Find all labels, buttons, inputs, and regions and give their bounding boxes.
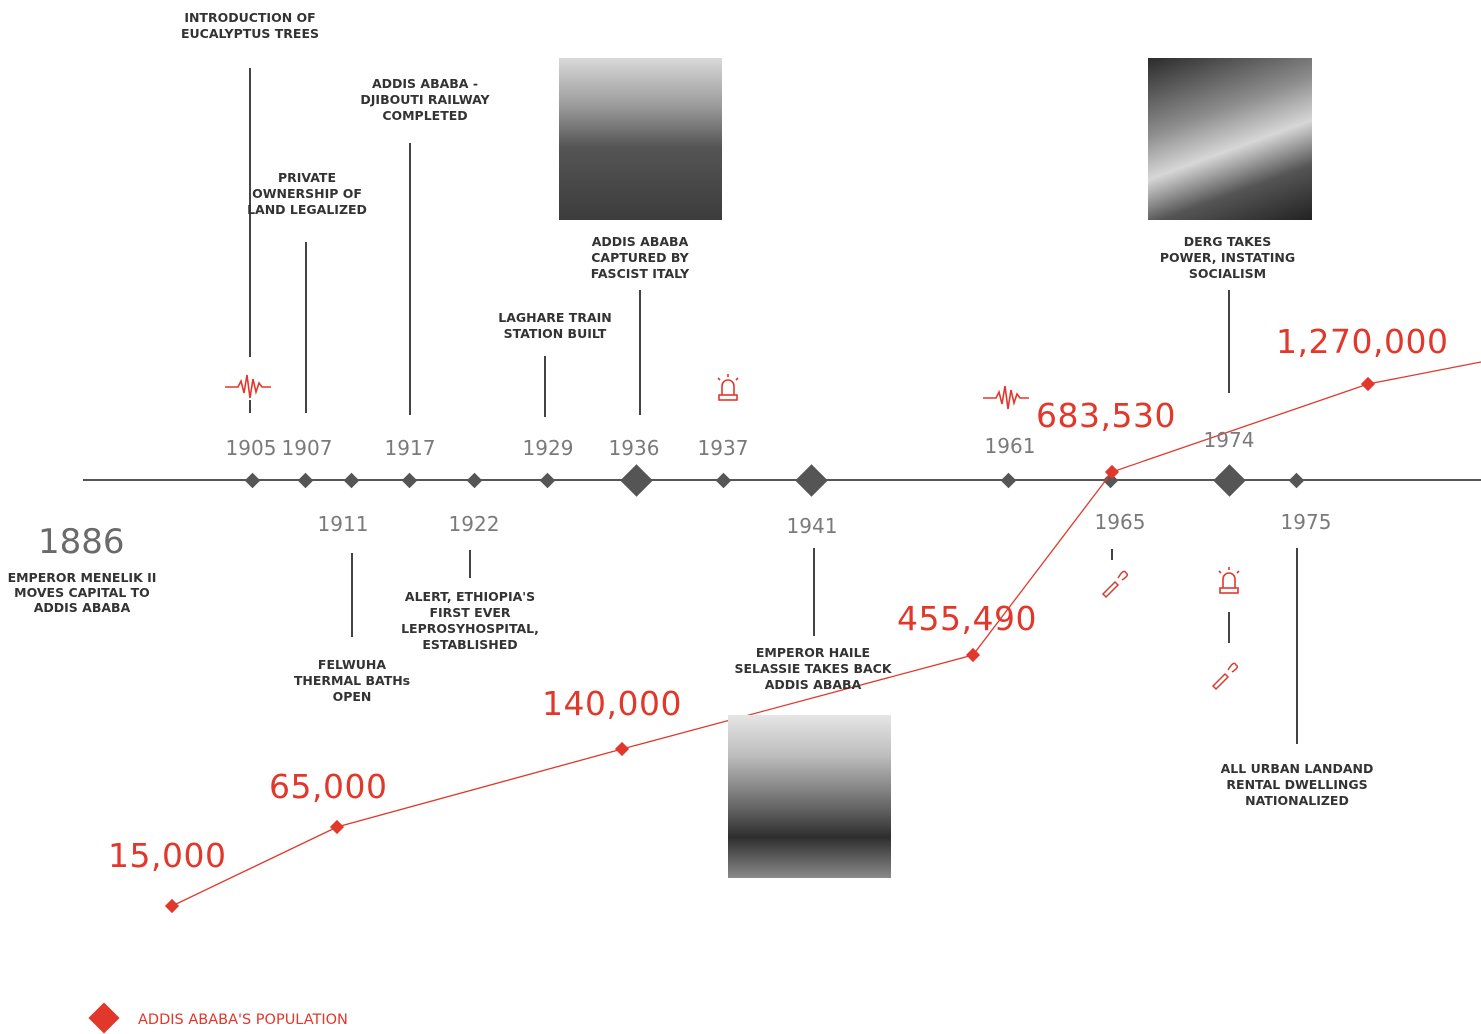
population-point-140000 [614, 741, 630, 757]
axis-marker-1941 [795, 464, 828, 497]
event-alert: ALERT, ETHIOPIA'S FIRST EVER LEPROSYHOSP… [401, 589, 539, 652]
population-point-65000 [329, 819, 345, 835]
axis-marker-1917 [401, 472, 418, 489]
event-urban-land: ALL URBAN LANDAND RENTAL DWELLINGS NATIO… [1220, 761, 1374, 808]
axis-marker-1975 [1288, 472, 1305, 489]
population-point-15000 [164, 898, 180, 914]
start-year: 1886 [38, 522, 125, 562]
year-label: 1936 [608, 436, 660, 460]
population-label: 140,000 [542, 684, 682, 723]
alarm-icon [717, 374, 739, 401]
population-point-683530 [1104, 464, 1120, 480]
earthquake-icon [983, 385, 1029, 410]
earthquake-icon [225, 374, 271, 399]
event-felwuha: FELWUHA THERMAL BATHs OPEN [293, 657, 411, 704]
population-label: 65,000 [269, 767, 388, 806]
axis-marker-1907 [297, 472, 314, 489]
event-haile: EMPEROR HAILE SELASSIE TAKES BACK ADDIS … [734, 645, 892, 692]
population-label: 683,530 [1036, 396, 1176, 435]
year-label: 1922 [448, 512, 500, 536]
population-point-1270000 [1360, 376, 1376, 392]
axis-marker-1929 [539, 472, 556, 489]
axis-marker-1922 [466, 472, 483, 489]
axis-marker-1936 [620, 464, 653, 497]
year-label: 1929 [522, 436, 574, 460]
year-label: 1965 [1094, 510, 1146, 534]
alarm-icon [1218, 567, 1240, 594]
start-event: EMPEROR MENELIK II MOVES CAPITAL TO ADDI… [7, 570, 157, 615]
molotov-icon [1101, 570, 1129, 599]
axis-marker-1911 [343, 472, 360, 489]
event-laghare: LAGHARE TRAIN STATION BUILT [498, 310, 612, 341]
population-point-455490 [965, 647, 981, 663]
year-label: 1941 [786, 514, 838, 538]
population-label: 1,270,000 [1276, 322, 1449, 361]
event-captured: ADDIS ABABA CAPTURED BY FASCIST ITALY [590, 234, 690, 281]
year-label: 1907 [281, 436, 333, 460]
legend-label: ADDIS ABABA'S POPULATION [138, 1012, 348, 1028]
axis-marker-1905 [244, 472, 261, 489]
population-label: 455,490 [897, 599, 1037, 638]
molotov-icon [1211, 662, 1239, 691]
photo-derg-protest [1148, 58, 1312, 220]
axis-marker-1937 [715, 472, 732, 489]
year-label: 1975 [1280, 510, 1332, 534]
year-label: 1905 [225, 436, 277, 460]
event-eucalyptus: INTRODUCTION OF EUCALYPTUS TREES [180, 10, 320, 41]
population-label: 15,000 [108, 836, 227, 875]
year-label: 1911 [317, 512, 369, 536]
photo-haile-selassie-return [728, 715, 891, 878]
event-railway: ADDIS ABABA - DJIBOUTI RAILWAY COMPLETED [360, 76, 490, 123]
axis-marker-1961 [1000, 472, 1017, 489]
event-derg: DERG TAKES POWER, INSTATING SOCIALISM [1159, 234, 1296, 281]
year-label: 1974 [1203, 428, 1255, 452]
year-label: 1917 [384, 436, 436, 460]
year-label: 1937 [697, 436, 749, 460]
photo-italian-occupation [559, 58, 722, 220]
axis-marker-1974 [1213, 464, 1246, 497]
event-private-land: PRIVATE OWNERSHIP OF LAND LEGALIZED [247, 170, 367, 217]
year-label: 1961 [984, 434, 1036, 458]
